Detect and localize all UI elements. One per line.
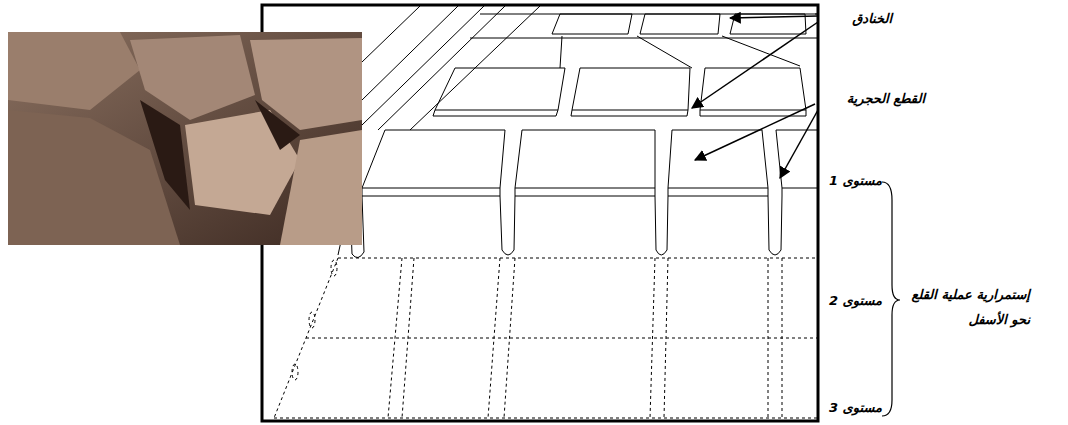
rock bbox=[280, 130, 362, 245]
trench-projection bbox=[292, 364, 298, 380]
photo-background bbox=[8, 32, 362, 245]
level-label: مستوى 1 bbox=[826, 168, 882, 193]
rock-crack bbox=[255, 100, 300, 150]
leader-arrow bbox=[730, 16, 818, 18]
quarry-photo bbox=[8, 32, 362, 245]
stone-block bbox=[435, 68, 806, 110]
level-edge bbox=[274, 258, 338, 418]
trench-edge bbox=[560, 36, 800, 68]
process-note: إستمرارية عملية القلع نحو الأسفل bbox=[900, 282, 1030, 332]
stone-block bbox=[362, 130, 818, 196]
leader-arrows bbox=[692, 16, 818, 178]
trench-projection bbox=[331, 260, 337, 276]
level-line bbox=[274, 258, 818, 418]
rock-crack bbox=[140, 100, 190, 210]
bracket bbox=[882, 182, 900, 416]
trench-label: الخنادق bbox=[822, 6, 892, 31]
level-label: مستوى 2 bbox=[826, 288, 882, 313]
trench bbox=[655, 196, 668, 255]
level-label: مستوى 3 bbox=[826, 395, 882, 420]
block-face bbox=[433, 110, 806, 116]
leader-arrow bbox=[780, 110, 818, 178]
trench-projection bbox=[388, 258, 782, 418]
trench bbox=[500, 196, 515, 255]
future-levels bbox=[274, 258, 818, 418]
row-edge bbox=[470, 14, 818, 38]
block-label: القطع الحجرية bbox=[815, 86, 925, 111]
leader-arrow bbox=[695, 104, 815, 160]
block-face bbox=[362, 130, 782, 196]
stone-block bbox=[552, 14, 818, 34]
trench bbox=[768, 196, 782, 255]
trench-projection bbox=[309, 312, 315, 328]
leader-arrow bbox=[692, 22, 818, 108]
quarry-drawing bbox=[338, 6, 818, 258]
rock bbox=[8, 32, 140, 110]
